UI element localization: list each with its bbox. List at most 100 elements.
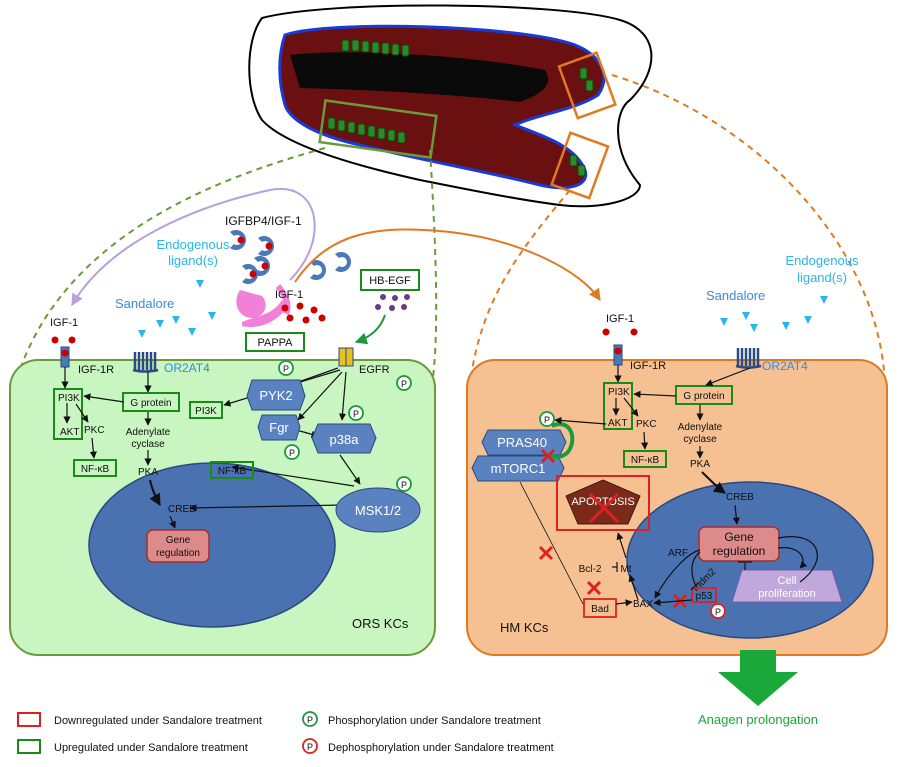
- p53-box: [691, 587, 717, 603]
- igf1-left-label: IGF-1: [50, 317, 78, 329]
- pappa-label: PAPPA: [257, 337, 293, 349]
- gene-reg-right-l1: Gene: [724, 530, 754, 544]
- ligand-triangles-right: [720, 296, 828, 332]
- igf1r-receptor-left: [60, 346, 70, 368]
- p53-dephospho-marker: [710, 603, 726, 619]
- creb-right-label: CREB: [726, 492, 754, 503]
- svg-text:P: P: [307, 742, 313, 752]
- mtorc1-label: mTORC1: [491, 461, 546, 476]
- svg-text:P: P: [401, 379, 407, 389]
- pkc-right-label: PKC: [636, 419, 657, 430]
- ors-nucleus: [88, 462, 336, 628]
- apoptosis-box: [556, 475, 650, 531]
- msk12-node: [335, 487, 421, 533]
- anagen-label: Anagen prolongation: [698, 712, 818, 727]
- hm-connector-right: [611, 74, 886, 386]
- hb-egf-label: HB-EGF: [369, 275, 411, 287]
- igfbp4-release-arrow: [71, 187, 316, 307]
- igf1r-receptor-right: [613, 344, 623, 366]
- bad-label: Bad: [591, 604, 609, 615]
- p38a-node: [311, 423, 377, 454]
- svg-text:P: P: [544, 415, 550, 425]
- igfbp4-complexes: [230, 230, 351, 284]
- legend: Downregulated under Sandalore treatment …: [17, 711, 554, 754]
- igf1-center-label: IGF-1: [275, 289, 303, 301]
- arf-label: ARF: [668, 548, 688, 559]
- gene-regulation-right: [698, 526, 780, 562]
- pras40-label: PRAS40: [497, 435, 547, 450]
- ors-region-box: [318, 98, 438, 160]
- legend-down-label: Downregulated under Sandalore treatment: [54, 715, 262, 727]
- phospho-markers-left: P P P P P: [278, 360, 412, 492]
- g-protein-right-box: [675, 385, 733, 405]
- adenylate-right-l2: cyclase: [683, 434, 717, 445]
- nfkb-left-box: [73, 459, 117, 477]
- svg-text:P: P: [307, 715, 313, 725]
- creb-left-label: CREB: [168, 504, 196, 515]
- bcl2-label: Bcl-2: [579, 564, 602, 575]
- pkc-left-label: PKC: [84, 425, 105, 436]
- ors-kcs-label: ORS KCs: [352, 616, 409, 631]
- adenylate-left-l2: cyclase: [131, 439, 165, 450]
- g-protein-left-label: G protein: [130, 398, 171, 409]
- svg-text:P: P: [401, 480, 407, 490]
- hb-egf-dots: [375, 294, 410, 311]
- pyk2-label: PYK2: [259, 388, 292, 403]
- hb-egf-box: [360, 269, 420, 291]
- gene-reg-left-l1: Gene: [166, 535, 191, 546]
- pappa-box: [245, 332, 305, 352]
- fgr-label: Fgr: [269, 420, 289, 435]
- svg-text:P: P: [715, 607, 721, 617]
- pi3k-mid-label: PI3K: [195, 406, 217, 417]
- legend-dephos-label: Dephosphorylation under Sandalore treatm…: [328, 742, 554, 754]
- adenylate-left-l1: Adenylate: [126, 427, 171, 438]
- pi3k-akt-box-right: [603, 382, 633, 430]
- pras40-phospho-marker: [539, 411, 555, 427]
- bad-box: [583, 598, 617, 618]
- hm-pathway-arrows: [519, 365, 818, 607]
- endogenous-left-l2: ligand(s): [168, 253, 218, 268]
- apoptosis-label: APOPTOSIS: [571, 496, 634, 508]
- anagen-arrow: [718, 650, 798, 706]
- pyk2-node: [246, 379, 306, 411]
- hm-connector-left: [469, 189, 571, 386]
- legend-phos-swatch: [302, 711, 318, 727]
- cell-prolif-l2: proliferation: [758, 588, 815, 600]
- pappa-enzyme-icon: [236, 284, 291, 328]
- adenylate-right-l1: Adenylate: [678, 422, 723, 433]
- p38a-label: p38a: [330, 432, 360, 447]
- bax-label: BAX: [633, 599, 653, 610]
- sandalore-left-label: Sandalore: [115, 296, 174, 311]
- nfkb-mid-label: NF-κB: [218, 466, 247, 477]
- ors-connector-right: [429, 149, 438, 386]
- pka-left-label: PKA: [138, 467, 158, 478]
- or2at4-receptor-left: [132, 352, 159, 373]
- akt-left-label: AKT: [60, 427, 79, 438]
- apoptosis-block-icon: [588, 492, 620, 524]
- legend-phos-label: Phosphorylation under Sandalore treatmen…: [328, 715, 541, 727]
- akt-right-label: AKT: [608, 418, 627, 429]
- svg-text:P: P: [353, 409, 359, 419]
- nfkb-right-box: [623, 450, 667, 468]
- endogenous-left-l1: Endogenous: [156, 237, 230, 252]
- gene-reg-right-l2: regulation: [713, 544, 766, 558]
- pi3k-mid-box: [189, 401, 223, 419]
- igf1r-right-label: IGF-1R: [630, 360, 666, 372]
- ligand-triangles-left: [138, 280, 216, 338]
- hb-egf-to-egfr-arrow: [354, 314, 386, 345]
- hair-follicle: [248, 4, 653, 208]
- legend-up-label: Upregulated under Sandalore treatment: [54, 742, 248, 754]
- msk12-label: MSK1/2: [355, 503, 401, 518]
- nfkb-left-label: NF-κB: [81, 464, 110, 475]
- svg-text:P: P: [283, 364, 289, 374]
- or2at4-left-label: OR2AT4: [164, 361, 210, 375]
- igf1r-left-label: IGF-1R: [78, 364, 114, 376]
- sandalore-right-label: Sandalore: [706, 288, 765, 303]
- pka-right-label: PKA: [690, 459, 710, 470]
- svg-text:P: P: [289, 448, 295, 458]
- g-protein-right-label: G protein: [683, 391, 724, 402]
- legend-up-swatch: [17, 739, 41, 754]
- egfr-receptor: [338, 347, 354, 367]
- endogenous-right-l2: ligand(s): [797, 270, 847, 285]
